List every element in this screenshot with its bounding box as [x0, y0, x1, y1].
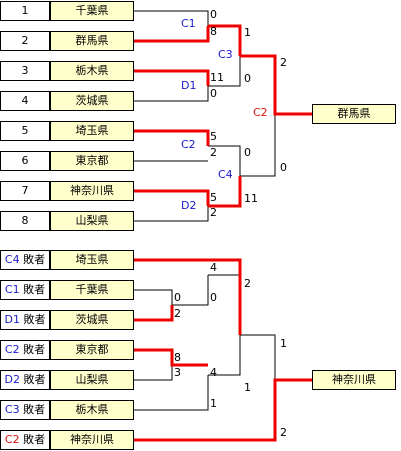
score: 2 [244, 277, 251, 290]
upper-winner-cell: 群馬県 [312, 104, 396, 124]
match-label: C1 [181, 17, 196, 30]
match-label: C2 [181, 138, 196, 151]
loser-cell: C1 敗者 [0, 280, 50, 300]
loser-cell: D2 敗者 [0, 370, 50, 390]
loser-cell: C2 敗者 [0, 340, 50, 360]
loser-suffix: 敗者 [23, 373, 46, 386]
team-cell: 茨城県 [50, 91, 134, 111]
match-tag: C1 [4, 283, 20, 296]
score: 11 [210, 71, 224, 84]
match-tag: C2 [4, 343, 20, 356]
match-label: D2 [181, 199, 197, 212]
match-label: D1 [181, 79, 197, 92]
team-cell: 千葉県 [50, 280, 134, 300]
loser-cell: C3 敗者 [0, 400, 50, 420]
score: 3 [174, 366, 181, 379]
match-label: C4 [218, 168, 233, 181]
team-cell: 神奈川県 [50, 181, 134, 201]
score: 2 [210, 146, 217, 159]
score: 0 [210, 8, 217, 21]
team-cell: 山梨県 [50, 211, 134, 231]
score: 4 [210, 261, 217, 274]
team-cell: 埼玉県 [50, 250, 134, 270]
loser-suffix: 敗者 [23, 433, 46, 446]
score: 5 [210, 130, 217, 143]
score: 1 [244, 26, 251, 39]
score: 5 [210, 191, 217, 204]
score: 4 [210, 366, 217, 379]
score: 1 [244, 381, 251, 394]
seed-cell: 5 [0, 121, 50, 141]
loser-suffix: 敗者 [23, 403, 46, 416]
score: 2 [280, 426, 287, 439]
team-cell: 栃木県 [50, 61, 134, 81]
score: 2 [280, 56, 287, 69]
score: 1 [280, 337, 287, 350]
score: 8 [210, 25, 217, 38]
seed-cell: 2 [0, 31, 50, 51]
seed-cell: 8 [0, 211, 50, 231]
score: 0 [244, 146, 251, 159]
score: 0 [210, 291, 217, 304]
score: 0 [244, 72, 251, 85]
score: 0 [280, 161, 287, 174]
match-label: C2 [253, 106, 268, 119]
match-tag: C3 [4, 403, 20, 416]
team-cell: 東京都 [50, 340, 134, 360]
score: 8 [174, 351, 181, 364]
loser-cell: D1 敗者 [0, 310, 50, 330]
match-tag: D2 [4, 373, 20, 386]
seed-cell: 4 [0, 91, 50, 111]
score: 0 [174, 291, 181, 304]
score: 11 [244, 192, 258, 205]
seed-cell: 6 [0, 151, 50, 171]
seed-cell: 7 [0, 181, 50, 201]
seed-cell: 3 [0, 61, 50, 81]
loser-cell: C4 敗者 [0, 250, 50, 270]
score: 0 [210, 87, 217, 100]
loser-suffix: 敗者 [23, 343, 46, 356]
match-tag: C4 [4, 253, 20, 266]
team-cell: 栃木県 [50, 400, 134, 420]
loser-suffix: 敗者 [23, 313, 46, 326]
loser-suffix: 敗者 [23, 283, 46, 296]
loser-cell: C2 敗者 [0, 430, 50, 450]
score: 2 [210, 206, 217, 219]
match-tag: D1 [4, 313, 20, 326]
seed-cell: 1 [0, 1, 50, 21]
lower-winner-cell: 神奈川県 [312, 370, 396, 390]
match-label: C3 [218, 48, 233, 61]
team-cell: 群馬県 [50, 31, 134, 51]
team-cell: 埼玉県 [50, 121, 134, 141]
team-cell: 茨城県 [50, 310, 134, 330]
loser-suffix: 敗者 [23, 253, 46, 266]
score: 2 [174, 307, 181, 320]
team-cell: 神奈川県 [50, 430, 134, 450]
score: 1 [210, 397, 217, 410]
team-cell: 山梨県 [50, 370, 134, 390]
team-cell: 千葉県 [50, 1, 134, 21]
match-tag: C2 [4, 433, 20, 446]
team-cell: 東京都 [50, 151, 134, 171]
